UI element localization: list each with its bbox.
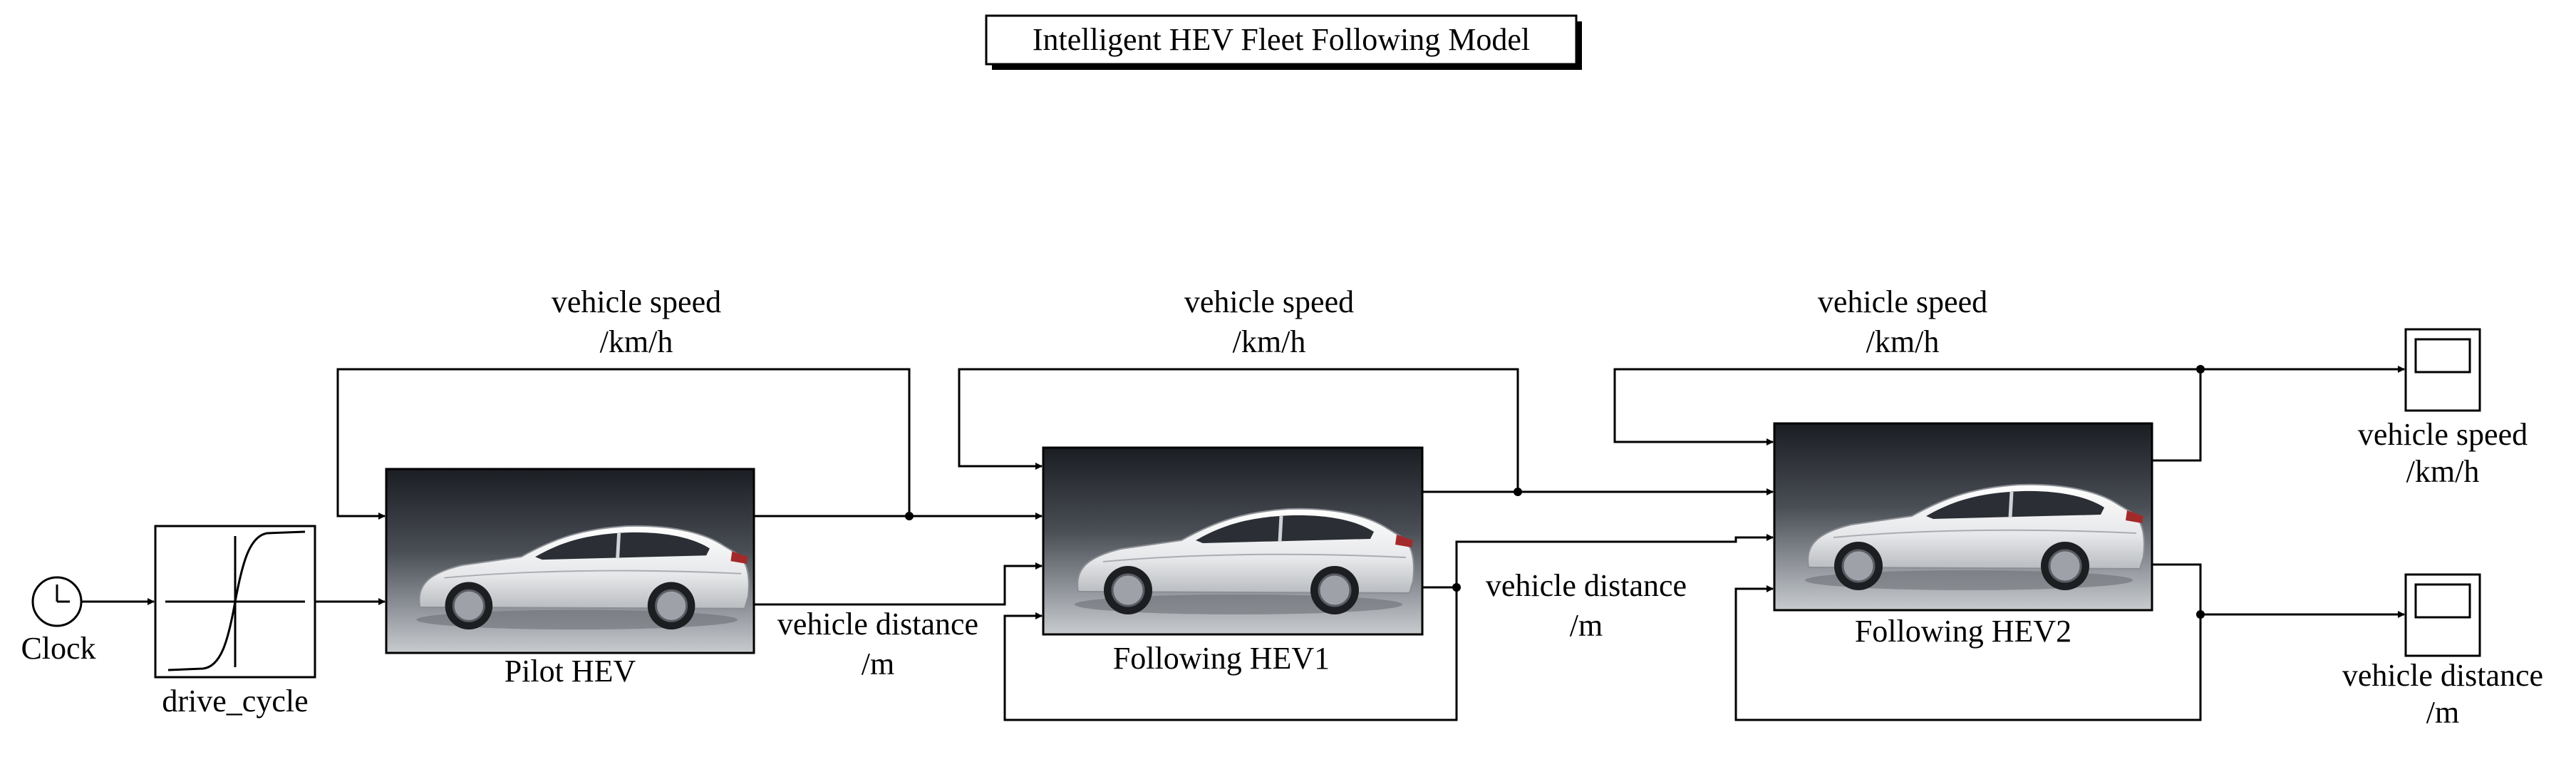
scope-icon (2404, 328, 2481, 412)
clock-label: Clock (21, 631, 95, 666)
model-title: Intelligent HEV Fleet Following Model (985, 14, 1582, 70)
following-hev1-block[interactable]: Following HEV1 (1042, 446, 1424, 676)
drive-cycle-block[interactable]: drive_cycle (154, 525, 316, 719)
signal-label-speed-3: vehicle speed /km/h (1818, 284, 1987, 359)
svg-text:/km/h: /km/h (1233, 324, 1306, 359)
signal-label-distance-2: vehicle distance /m (1486, 568, 1687, 643)
signal-label-distance-1: vehicle distance /m (777, 607, 978, 681)
scope-icon (2404, 573, 2481, 657)
following-hev2-label: Following HEV2 (1855, 614, 2071, 649)
signal-wires (81, 365, 2405, 721)
svg-text:/km/h: /km/h (2406, 454, 2480, 489)
drive-cycle-label: drive_cycle (162, 684, 308, 719)
clock-block[interactable]: Clock (21, 576, 96, 666)
pilot-hev-label: Pilot HEV (505, 654, 636, 689)
svg-text:/m: /m (862, 647, 894, 681)
svg-text:vehicle speed: vehicle speed (552, 284, 721, 319)
svg-text:Intelligent HEV Fleet Followin: Intelligent HEV Fleet Following Model (1033, 22, 1530, 57)
svg-text:vehicle speed: vehicle speed (1184, 284, 1354, 319)
pilot-hev-block[interactable]: Pilot HEV (385, 468, 755, 689)
signal-label-speed-2: vehicle speed /km/h (1184, 284, 1354, 359)
svg-text:vehicle speed: vehicle speed (1818, 284, 1987, 319)
drive-cycle-icon (165, 530, 306, 671)
svg-text:/km/h: /km/h (1866, 324, 1940, 359)
signal-label-speed-1: vehicle speed /km/h (552, 284, 721, 359)
svg-text:/km/h: /km/h (600, 324, 673, 359)
svg-text:/m: /m (2426, 695, 2459, 730)
speed-scope[interactable]: vehicle speed /km/h (2358, 328, 2528, 489)
distance-scope[interactable]: vehicle distance /m (2342, 573, 2543, 730)
svg-text:/m: /m (1570, 608, 1603, 643)
following-hev2-block[interactable]: Following HEV2 (1773, 422, 2153, 649)
svg-text:vehicle speed: vehicle speed (2358, 417, 2528, 452)
following-hev1-label: Following HEV1 (1113, 641, 1330, 676)
svg-text:vehicle distance: vehicle distance (2342, 658, 2543, 693)
svg-text:vehicle distance: vehicle distance (777, 607, 978, 642)
svg-text:vehicle distance: vehicle distance (1486, 568, 1687, 603)
